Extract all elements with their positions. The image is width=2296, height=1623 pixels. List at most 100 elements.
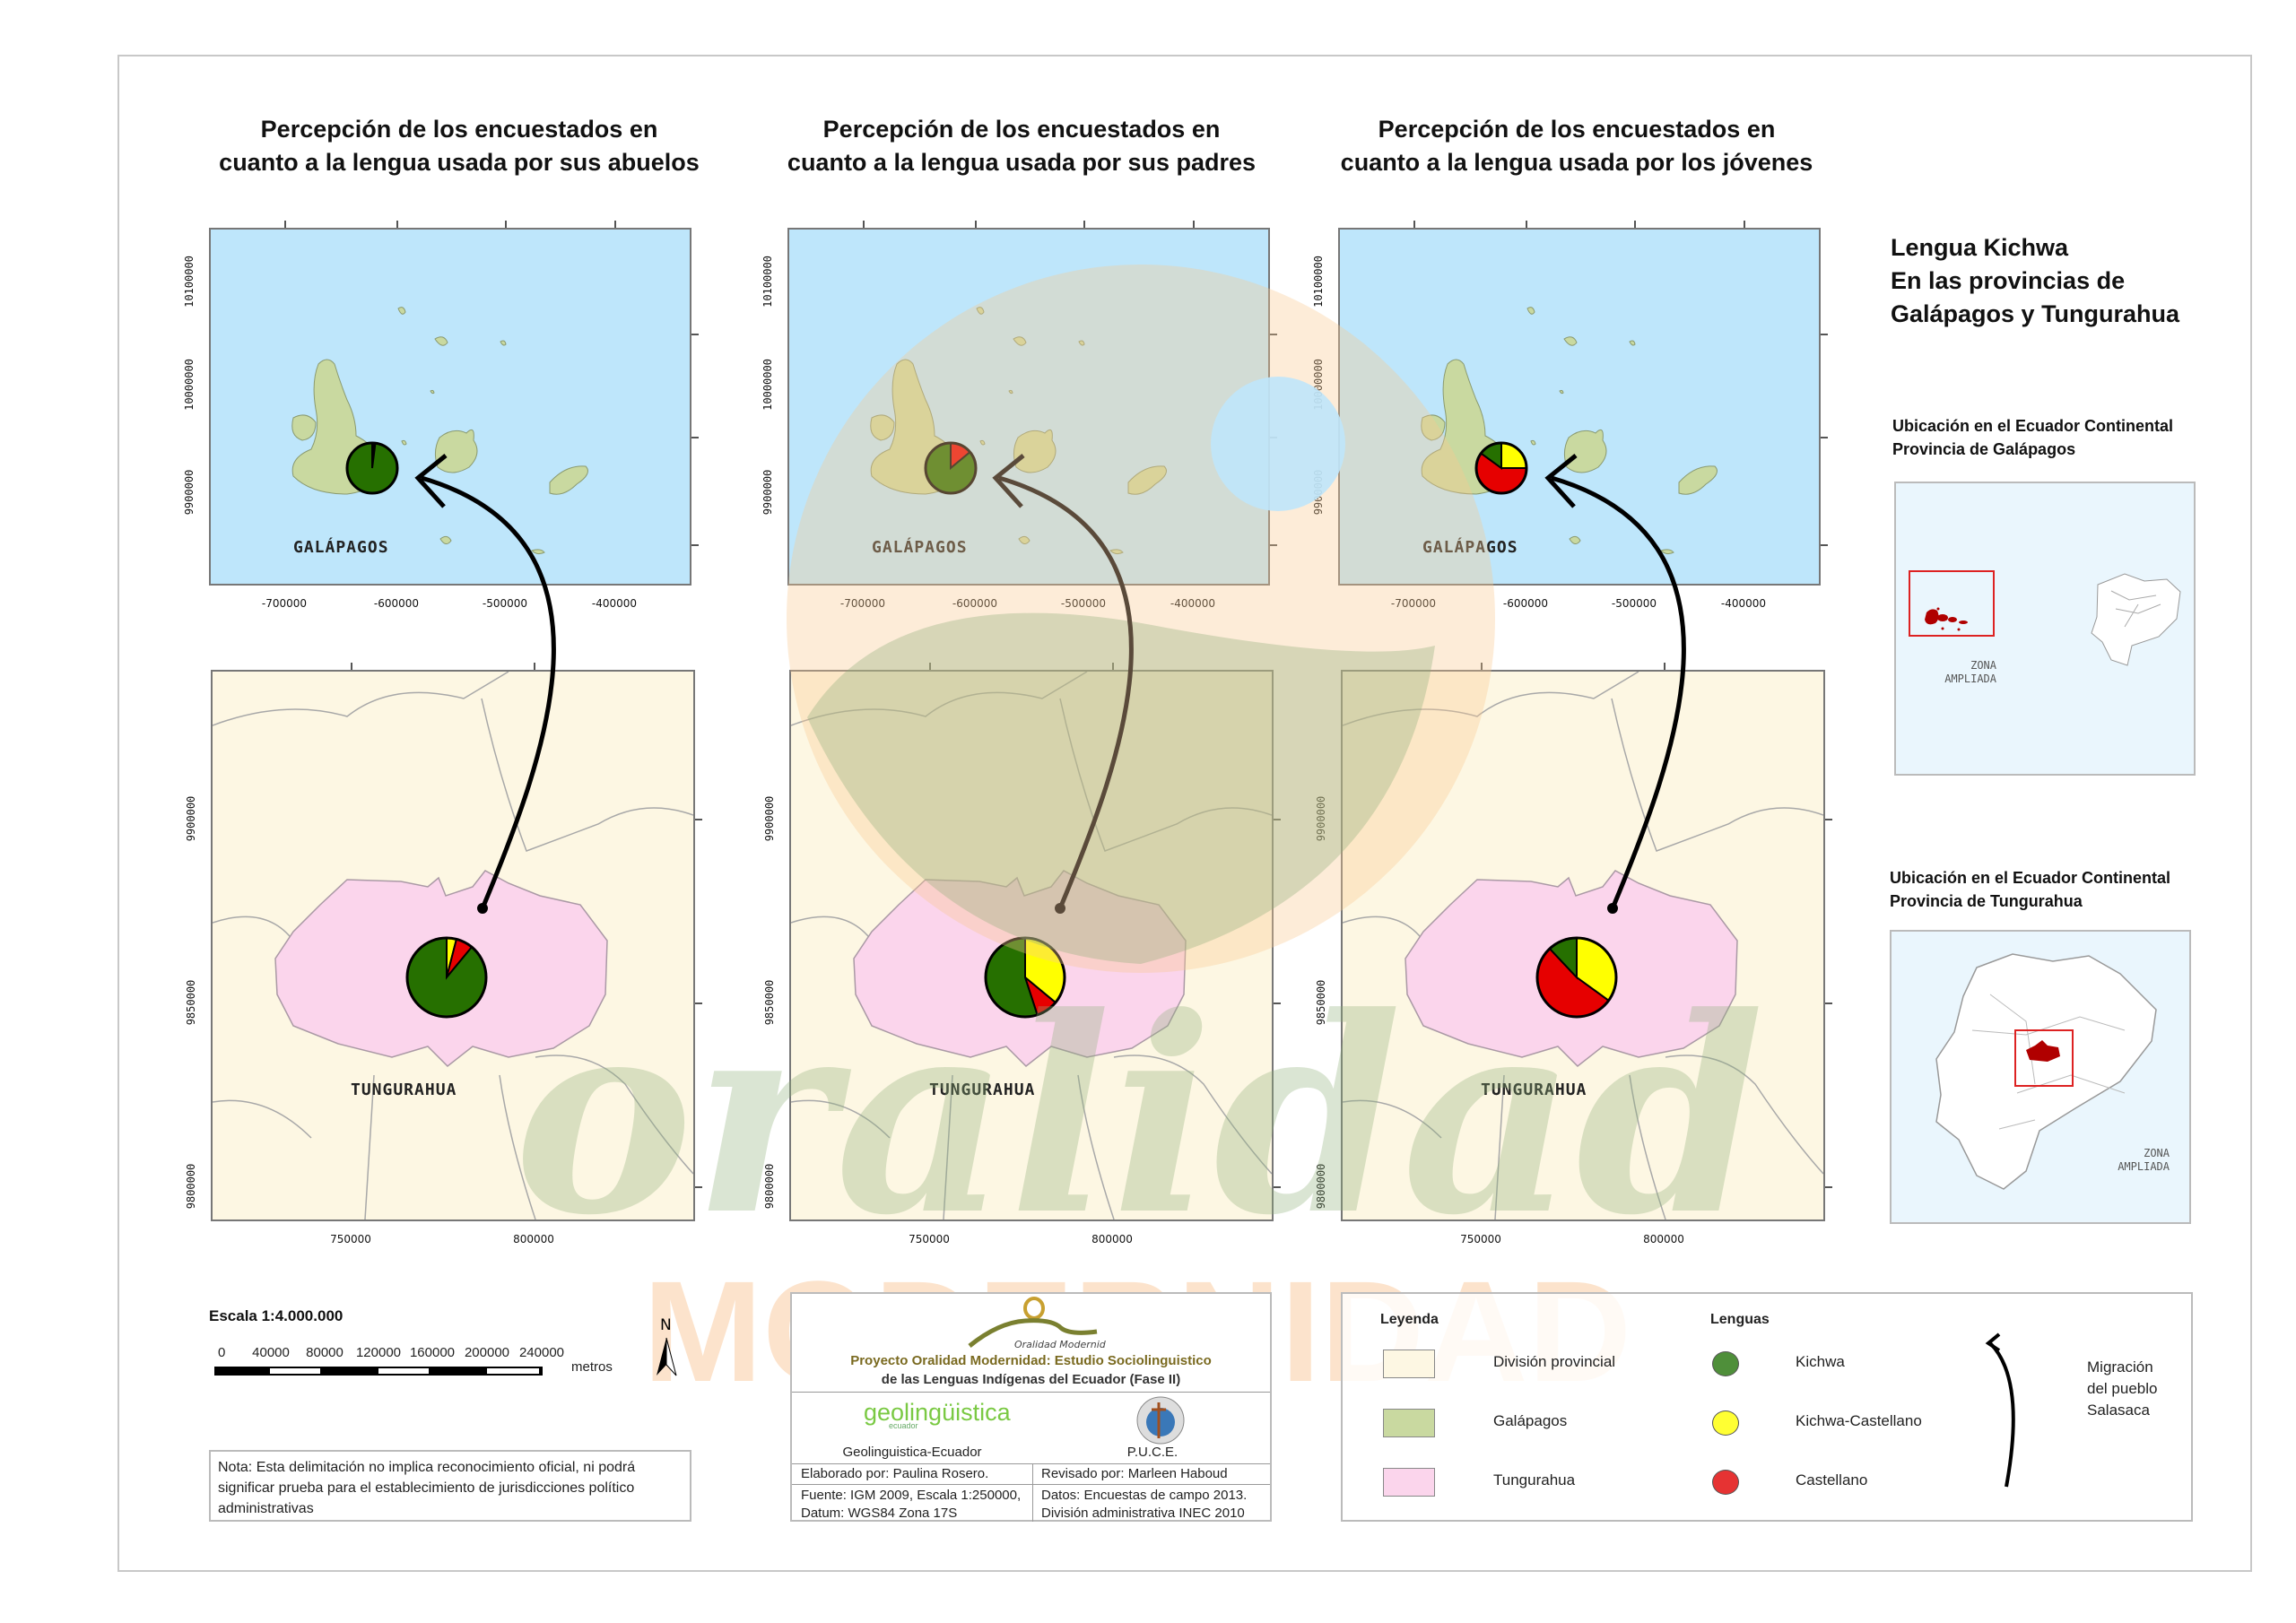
tungurahua-label: TUNGURAHUA	[1481, 1081, 1587, 1099]
oralidad-modernidad-logo: Oralidad Modernidad	[968, 1297, 1106, 1350]
project-line: de las Lenguas Indígenas del Ecuador (Fa…	[881, 1372, 1181, 1387]
island-shape	[1526, 307, 1535, 315]
inset-map-galapagos-drawing	[1909, 570, 2181, 666]
island-shape	[1569, 535, 1581, 544]
y-tick-label: 9900000	[763, 795, 776, 842]
lenguas-title: Lenguas	[1710, 1312, 1770, 1327]
title-line: Percepción de los encuestados en	[1378, 116, 1776, 143]
north-arrow-icon	[657, 1337, 677, 1376]
x-tick-label: 750000	[909, 1233, 950, 1245]
tick-mark	[505, 221, 507, 228]
map-title-line: Lengua Kichwa	[1891, 234, 2069, 261]
tick-mark	[1112, 663, 1114, 670]
heading-line: Ubicación en el Ecuador Continental	[1890, 869, 2171, 887]
x-tick-label: -600000	[1502, 597, 1549, 610]
legend-title: Leyenda	[1380, 1312, 1439, 1327]
puce-seal-logo	[1136, 1396, 1185, 1445]
island-shape	[1559, 389, 1564, 395]
tick-mark	[695, 819, 702, 820]
legend-item-label: Tungurahua	[1493, 1471, 1576, 1488]
y-tick-label: 9850000	[763, 979, 776, 1026]
tick-mark	[1481, 663, 1483, 670]
tick-mark	[1825, 1002, 1832, 1004]
galapagos-islands	[870, 307, 1167, 555]
tick-mark	[1744, 221, 1745, 228]
island-shape	[430, 389, 435, 395]
tick-mark	[1083, 221, 1085, 228]
x-tick-label: -700000	[1390, 597, 1437, 610]
zona-line: ZONA	[1970, 659, 1996, 672]
x-tick-label: 800000	[1091, 1233, 1133, 1245]
map-title-line: Galápagos y Tungurahua	[1891, 300, 2180, 327]
legend-swatch	[1383, 1409, 1435, 1437]
legend-swatch	[1383, 1350, 1435, 1378]
fuente: Fuente: IGM 2009, Escala 1:250000,Datum:…	[801, 1487, 1021, 1523]
island-shape	[531, 549, 545, 555]
tungurahua-shape	[2026, 1040, 2060, 1062]
galapagos-map-drawing	[1421, 307, 1718, 555]
scale-title: Escala 1:4.000.000	[209, 1307, 344, 1324]
migration-line: Migración	[2087, 1358, 2153, 1376]
galapagos-islands	[1421, 307, 1718, 555]
y-tick-label: 9800000	[763, 1163, 776, 1210]
tick-mark	[534, 663, 535, 670]
svg-text:Oralidad Modernidad: Oralidad Modernidad	[1014, 1339, 1106, 1350]
scale-tick-label: 0	[218, 1345, 226, 1360]
tick-mark	[1825, 1186, 1832, 1188]
pie-tungurahua-padres	[984, 936, 1066, 1019]
y-tick-label: 10000000	[1312, 359, 1325, 411]
tick-mark	[1274, 1002, 1281, 1004]
island-shape	[1008, 389, 1013, 395]
divider	[792, 1392, 1270, 1393]
zona-line: ZONA	[2144, 1147, 2170, 1159]
disclaimer-note: Nota: Esta delimitación no implica recon…	[209, 1450, 691, 1522]
island-shape	[1013, 429, 1057, 473]
x-tick-label: -600000	[373, 597, 420, 610]
island-shape	[1530, 439, 1536, 446]
tick-mark	[1664, 663, 1665, 670]
zona-line: AMPLIADA	[2118, 1160, 2170, 1173]
scale-bar	[214, 1367, 543, 1376]
language-label: Kichwa-Castellano	[1796, 1412, 1922, 1429]
revisado-por: Revisado por: Marleen Haboud	[1041, 1466, 1228, 1481]
galapagos-map-drawing	[291, 307, 588, 555]
island-shape	[1563, 429, 1607, 473]
tick-mark	[1274, 1186, 1281, 1188]
island-shape	[1109, 549, 1124, 555]
migration-line: del pueblo	[2087, 1380, 2158, 1397]
heading-line: Ubicación en el Ecuador Continental	[1892, 417, 2174, 435]
island-shape	[976, 307, 985, 315]
org-puce: P.U.C.E.	[1126, 1445, 1178, 1460]
scale-tick-label: 40000	[252, 1345, 290, 1360]
tungurahua-map-drawing	[1343, 672, 1823, 1219]
x-tick-label: -700000	[839, 597, 886, 610]
island-shape	[1563, 336, 1578, 346]
island-shape	[549, 465, 588, 495]
tick-mark	[1821, 544, 1828, 546]
logo-subtext: ecuador	[889, 1421, 918, 1430]
island-shape	[401, 439, 407, 446]
island-shape	[1421, 414, 1446, 441]
tick-mark	[975, 221, 977, 228]
island-shape	[1127, 465, 1167, 495]
y-tick-label: 9900000	[185, 795, 197, 842]
island-shape	[439, 535, 452, 544]
migration-arrow-icon	[1985, 1332, 2015, 1488]
pie-outline	[924, 441, 978, 495]
island-shape	[1018, 535, 1031, 544]
y-tick-label: 9850000	[185, 979, 197, 1026]
location-galapagos-heading: Ubicación en el Ecuador Continental Prov…	[1892, 414, 2173, 461]
galapagos-label: GALÁPAGOS	[1422, 538, 1518, 557]
tick-mark	[1274, 819, 1281, 820]
title-line: Percepción de los encuestados en	[260, 116, 658, 143]
y-tick-label: 10100000	[761, 256, 774, 308]
